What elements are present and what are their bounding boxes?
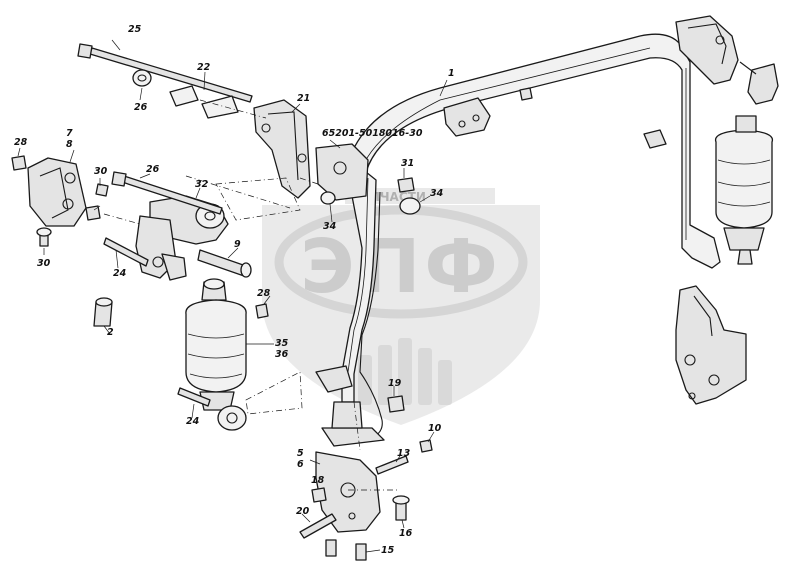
callout-30-upper: 30 — [94, 166, 108, 177]
callout-5: 5 — [297, 448, 304, 459]
leader-lines — [17, 39, 448, 553]
watermark-pistons — [358, 338, 452, 405]
callout-36: 36 — [275, 349, 289, 360]
callout-labels: 1 2 5 6 7 8 9 10 13 15 16 18 19 20 21 22… — [14, 24, 455, 556]
callout-25: 25 — [128, 24, 142, 35]
callout-18: 18 — [311, 475, 325, 486]
callout-1: 1 — [448, 68, 455, 79]
callout-21: 21 — [297, 93, 310, 104]
callout-10: 10 — [428, 423, 442, 434]
watermark-letters: ЭПФ — [300, 224, 502, 310]
frame-tube — [341, 15, 779, 439]
callout-8: 8 — [66, 139, 73, 150]
callout-28-left: 28 — [14, 137, 28, 148]
assembly-lines — [103, 99, 400, 491]
callout-13: 13 — [397, 448, 411, 459]
callout-26-middle: 26 — [146, 164, 160, 175]
callout-24-lower: 24 — [186, 416, 200, 427]
callout-7: 7 — [66, 128, 73, 139]
callout-32: 32 — [195, 179, 209, 190]
callout-9: 9 — [234, 239, 241, 250]
callout-16: 16 — [399, 528, 413, 539]
callout-2: 2 — [107, 327, 114, 338]
callout-22: 22 — [197, 62, 211, 73]
callout-35: 35 — [275, 338, 289, 349]
callout-part-number: 65201-5018016-30 — [322, 128, 423, 139]
callout-34-right: 34 — [430, 188, 444, 199]
callout-6: 6 — [297, 459, 304, 470]
callout-19: 19 — [388, 378, 402, 389]
callout-15: 15 — [381, 545, 395, 556]
left-air-spring — [185, 278, 247, 431]
base-bracket — [315, 365, 385, 533]
watermark: ЗАПЧАСТИ ЭПФ — [262, 188, 540, 425]
callout-24-upper: 24 — [113, 268, 127, 279]
callout-20: 20 — [296, 506, 310, 517]
fasteners — [11, 43, 433, 561]
callout-26-upper: 26 — [134, 102, 148, 113]
callout-31: 31 — [401, 158, 414, 169]
callout-28-right: 28 — [257, 288, 271, 299]
callout-30-lower: 30 — [37, 258, 51, 269]
callout-34-left: 34 — [323, 221, 337, 232]
